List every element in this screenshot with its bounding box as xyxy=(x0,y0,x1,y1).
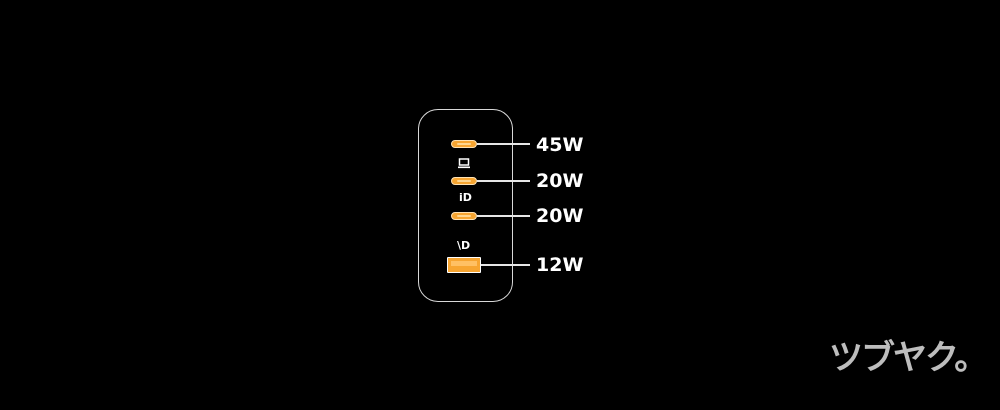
usb-a-port xyxy=(447,257,481,273)
laptop-icon xyxy=(458,158,470,169)
port-4-leader-line xyxy=(481,264,530,266)
pd-icon: iD xyxy=(459,191,472,204)
usb-c-port-3 xyxy=(451,212,477,220)
port-1-leader-line xyxy=(477,143,530,145)
charger-body-outline xyxy=(418,109,513,302)
port-4-power-label: 12W xyxy=(536,254,584,276)
qc-icon: \D xyxy=(457,239,471,252)
port-2-leader-line xyxy=(477,180,530,182)
brand-logo: ツブヤク。 xyxy=(829,338,988,378)
port-1-power-label: 45W xyxy=(536,134,584,156)
usb-c-port-2 xyxy=(451,177,477,185)
port-2-power-label: 20W xyxy=(536,170,584,192)
usb-c-port-1 xyxy=(451,140,477,148)
port-3-power-label: 20W xyxy=(536,205,584,227)
port-3-leader-line xyxy=(477,215,530,217)
